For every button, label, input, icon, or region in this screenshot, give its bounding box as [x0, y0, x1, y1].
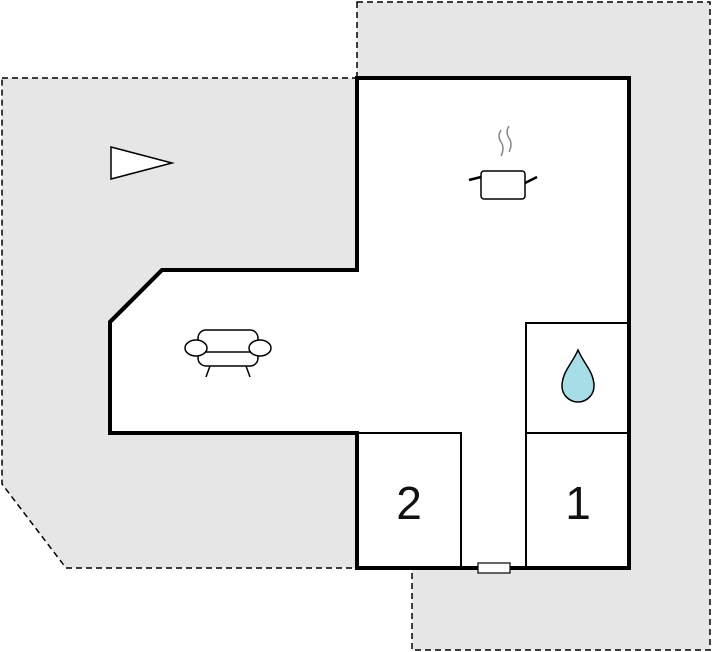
door-icon: [477, 562, 511, 574]
water-drop-icon: [561, 348, 595, 403]
room-label-2: 2: [396, 477, 422, 529]
kitchen-pot-icon: [468, 125, 538, 200]
room-label-1: 1: [565, 477, 591, 529]
outer-wall: [108, 76, 631, 570]
sofa-icon: [184, 329, 272, 378]
compass-arrow-icon: [110, 146, 175, 180]
